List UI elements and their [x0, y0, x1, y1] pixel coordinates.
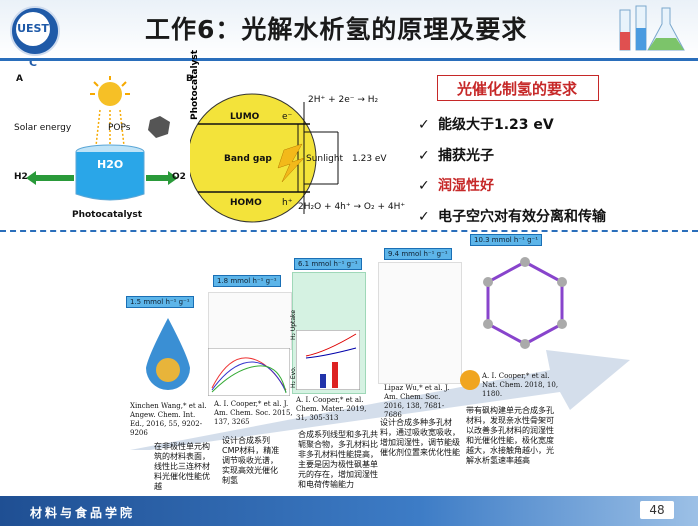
header-bar [0, 0, 698, 58]
water-splitting-diagram [26, 76, 178, 201]
rate-badge: 1.5 mmol h⁻¹ g⁻¹ [126, 296, 194, 308]
requirements-title: 光催化制氢的要求 [456, 80, 577, 98]
description: 在非极性单元构筑的材料表面，线性比三连杯材料光催化性能优越 [154, 442, 210, 491]
absorption-spectra-chart [208, 348, 290, 396]
lumo-label: LUMO [230, 112, 260, 122]
progress-arrow [130, 350, 630, 450]
homo-label: HOMO [230, 198, 262, 208]
band-gap-diagram [190, 93, 339, 223]
chart-y-label: H₂ Evo. [290, 366, 297, 388]
energy-label: 1.23 eV [352, 154, 387, 164]
citation: Lipaz Wu,* et al. J. Am. Chem. Soc. 2016… [384, 384, 450, 419]
requirement-item: ✓捕获光子 [418, 148, 494, 164]
molecule-structures-image [208, 292, 292, 350]
photocatalyst-label: Photocatalyst [72, 210, 143, 220]
footer-bar [0, 496, 698, 526]
rate-badge: 9.4 mmol h⁻¹ g⁻¹ [384, 248, 452, 260]
panel-b-label: B [186, 74, 193, 84]
description: 设计合成系列CMP材料，精准调节吸收光谱，实现高效光催化制氢 [222, 436, 280, 485]
reaction-bottom: 2H₂O + 4h⁺ → O₂ + 4H⁺ [298, 202, 406, 212]
page-number: 48 [640, 501, 674, 519]
o2-label: O2 [172, 172, 186, 182]
logo-emblem: UEST C [16, 12, 50, 69]
photocatalyst-vertical-label: Photocatalyst [190, 49, 200, 120]
check-icon: ✓ [418, 117, 430, 133]
solar-energy-label: Solar energy [14, 123, 72, 133]
requirement-item: ✓能级大于1.23 eV [418, 117, 554, 133]
requirement-item-highlight: ✓润湿性好 [418, 178, 494, 194]
rate-badge: 1.8 mmol h⁻¹ g⁻¹ [213, 275, 281, 287]
framework-structure-image [483, 257, 567, 349]
description: 带有砜构建单元合成多孔材料，发现亲水性骨架可以改善多孔材料的润湿性和光催化性能，… [466, 406, 554, 465]
pops-label: POPs [108, 123, 131, 133]
citation: A. I. Cooper,* et al. Nat. Chem. 2018, 1… [482, 372, 559, 398]
electron-label: e⁻ [282, 112, 293, 122]
band-gap-label: Band gap [224, 154, 272, 164]
section-divider [0, 230, 698, 232]
rate-badge: 6.1 mmol h⁻¹ g⁻¹ [294, 258, 362, 270]
footer-school-name: 材料与食品学院 [30, 506, 136, 520]
description: 合成系列线型和多孔共轭聚合物，多孔材料比非多孔材料性能提高，主要是因为极性砜基单… [298, 430, 378, 489]
panel-a-label: A [16, 74, 23, 84]
slide-title: 工作6：光解水析氢的原理及要求 [145, 15, 528, 44]
requirement-item: ✓电子空穴对有效分离和传输 [418, 209, 606, 225]
h2-label: H2 [14, 172, 28, 182]
uptake-chart [296, 330, 360, 390]
hole-label: h⁺ [282, 198, 293, 208]
water-drop-image [146, 318, 190, 390]
check-icon: ✓ [418, 148, 430, 164]
header-divider [0, 58, 698, 61]
check-icon: ✓ [418, 209, 430, 225]
reaction-top: 2H⁺ + 2e⁻ → H₂ [308, 95, 379, 105]
sunlight-label: Sunlight [306, 154, 344, 164]
molecule-structures-image [378, 262, 462, 384]
requirements-title-box [437, 75, 599, 101]
chart-y-label: H₂ Uptake [290, 309, 297, 340]
rate-badge: 10.3 mmol h⁻¹ g⁻¹ [470, 234, 543, 246]
citation: A. I. Cooper,* et al. J. Am. Chem. Soc. … [214, 400, 293, 426]
check-icon: ✓ [418, 178, 430, 194]
h2o-label: H2O [97, 158, 124, 171]
lab-flasks-icon [619, 5, 685, 51]
description: 设计合成多种多孔材料，通过吸收宽吸收，增加润湿性，调节能级催化剂位置来优化性能 [380, 418, 460, 457]
citation: A. I. Cooper,* et al. Chem. Mater. 2019,… [296, 396, 367, 422]
highlight-dot [460, 370, 480, 390]
citation: Xinchen Wang,* et al. Angew. Chem. Int. … [130, 402, 207, 437]
